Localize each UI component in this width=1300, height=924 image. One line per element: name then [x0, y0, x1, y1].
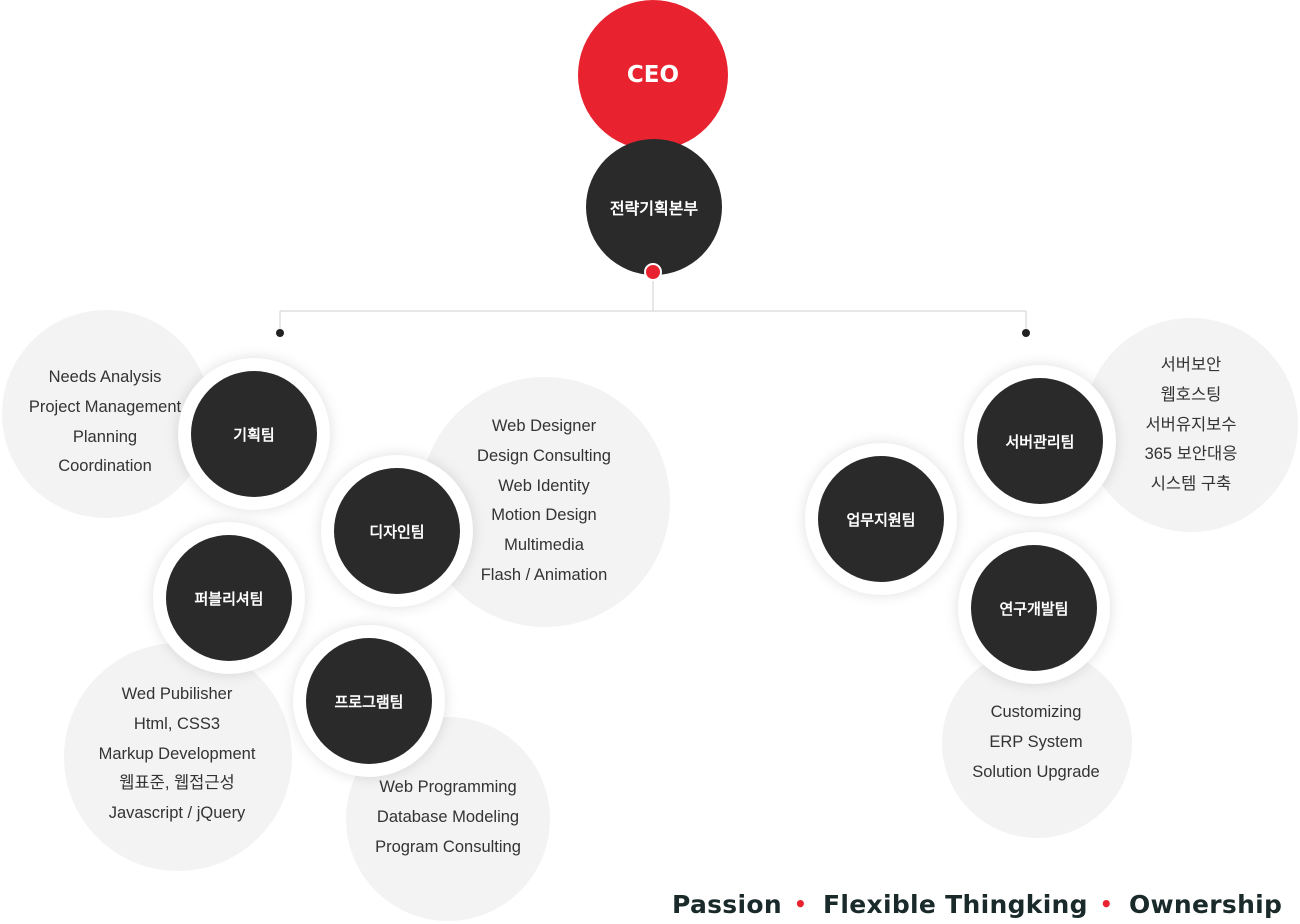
rnd-duties: Customizing ERP System Solution Upgrade	[916, 698, 1156, 787]
hq-connector-dot	[644, 263, 662, 281]
team-label: 프로그램팀	[334, 692, 404, 711]
team-publisher-circle: 퍼블리셔팀	[166, 535, 292, 661]
bubble-planning	[2, 310, 210, 518]
team-label: 퍼블리셔팀	[194, 589, 264, 608]
slogan-separator-dot: •	[1099, 892, 1113, 916]
slogan-separator-dot: •	[793, 892, 808, 916]
duty-item: Javascript / jQuery	[108, 804, 246, 823]
duty-item: Html, CSS3	[133, 714, 221, 733]
team-server-circle: 서버관리팀	[977, 378, 1103, 504]
duty-item: 웹표준, 웹접근성	[119, 774, 235, 793]
duty-item: Web Identity	[498, 476, 590, 495]
left-branch-dot	[276, 329, 284, 337]
slogan: Passion • Flexible Thingking • Ownership	[672, 884, 1282, 924]
duty-item: Flash / Animation	[480, 565, 608, 584]
team-design-circle: 디자인팀	[334, 468, 460, 594]
duty-item: Planning	[72, 427, 138, 446]
team-planning: 기획팀	[178, 358, 330, 510]
team-support: 업무지원팀	[805, 443, 957, 595]
design-duties: Web Designer Design Consulting Web Ident…	[424, 412, 664, 591]
bubble-server	[1084, 318, 1298, 532]
duty-item: Web Programming	[379, 778, 517, 796]
slogan-ownership: Ownership	[1128, 889, 1283, 919]
team-server: 서버관리팀	[964, 365, 1116, 517]
duty-item: 365 보안대응	[1144, 445, 1238, 464]
team-planning-circle: 기획팀	[191, 371, 317, 497]
headquarters-label: 전략기획본부	[609, 199, 699, 218]
server-duties: 서버보안 웹호스팅 서버유지보수 365 보안대응 시스템 구축	[1071, 351, 1300, 500]
duty-item: Solution Upgrade	[972, 762, 1100, 781]
team-label: 서버관리팀	[1005, 432, 1075, 451]
duty-item: Needs Analysis	[48, 368, 162, 386]
ceo-label: CEO	[626, 62, 680, 88]
slogan-passion: Passion	[672, 889, 782, 919]
team-publisher: 퍼블리셔팀	[153, 522, 305, 674]
team-support-circle: 업무지원팀	[818, 456, 944, 582]
team-label: 기획팀	[233, 425, 275, 444]
ceo-node: CEO	[578, 0, 728, 150]
duty-item: Coordination	[58, 457, 152, 476]
duty-item: Motion Design	[491, 506, 597, 525]
team-label: 연구개발팀	[999, 599, 1069, 618]
slogan-flexible: Flexible Thingking	[823, 889, 1088, 919]
team-rnd-circle: 연구개발팀	[971, 545, 1097, 671]
duty-item: Program Consulting	[375, 837, 521, 856]
duty-item: Design Consulting	[477, 446, 611, 465]
right-branch-dot	[1022, 329, 1030, 337]
bubble-publisher	[64, 643, 292, 871]
headquarters-node: 전략기획본부	[586, 139, 722, 275]
team-design: 디자인팀	[321, 455, 473, 607]
duty-item: 시스템 구축	[1150, 475, 1232, 494]
publisher-duties: Wed Pubilisher Html, CSS3 Markup Develop…	[57, 680, 297, 829]
team-rnd: 연구개발팀	[958, 532, 1110, 684]
duty-item: Wed Pubilisher	[121, 685, 233, 703]
team-program-circle: 프로그램팀	[306, 638, 432, 764]
program-duties: Web Programming Database Modeling Progra…	[328, 773, 568, 862]
duty-item: 서버유지보수	[1145, 415, 1237, 434]
duty-item: Customizing	[990, 703, 1082, 721]
planning-duties: Needs Analysis Project Management Planni…	[0, 363, 225, 482]
team-label: 디자인팀	[369, 522, 425, 541]
duty-item: Markup Development	[98, 744, 256, 763]
duty-item: ERP System	[989, 732, 1083, 751]
duty-item: Multimedia	[504, 536, 584, 555]
duty-item: Web Designer	[491, 417, 597, 435]
team-program: 프로그램팀	[293, 625, 445, 777]
duty-item: 웹호스팅	[1160, 385, 1222, 404]
duty-item: Project Management	[28, 397, 182, 416]
duty-item: Database Modeling	[376, 807, 520, 826]
team-label: 업무지원팀	[846, 510, 916, 529]
duty-item: 서버보안	[1160, 356, 1222, 374]
